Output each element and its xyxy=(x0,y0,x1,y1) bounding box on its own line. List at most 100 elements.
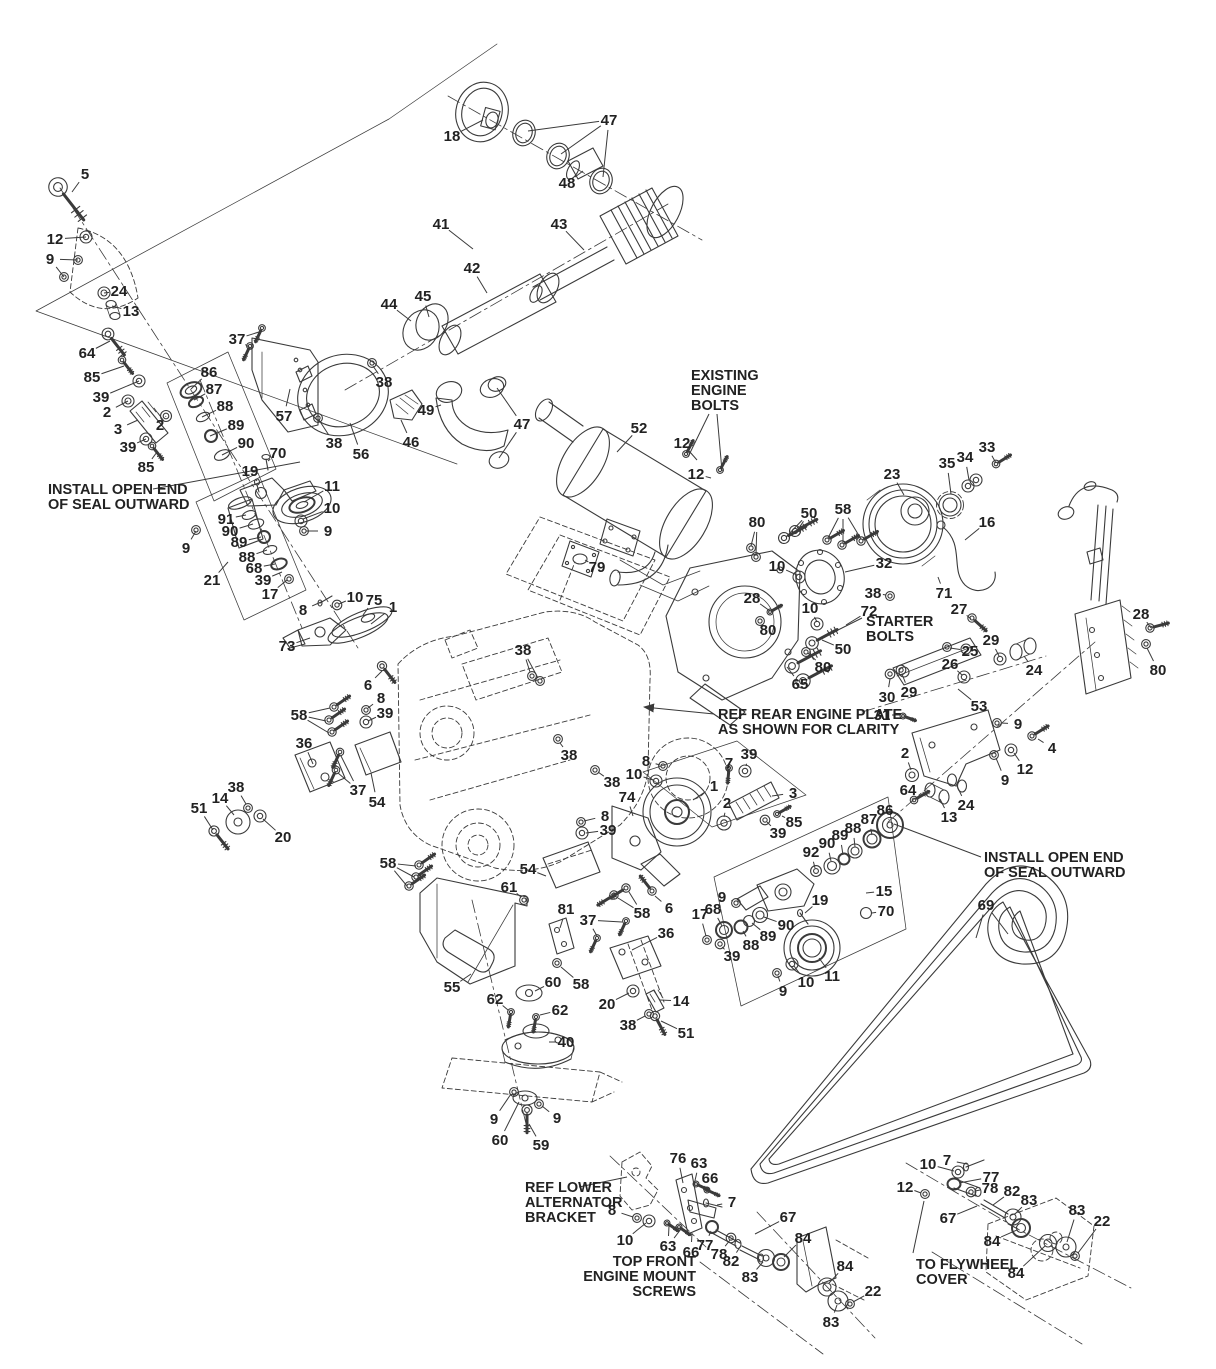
leader-line xyxy=(965,528,979,540)
leader-line xyxy=(542,1106,549,1112)
callout-50: 50 xyxy=(801,505,818,522)
callout-7: 7 xyxy=(943,1152,951,1169)
callout-17: 17 xyxy=(692,906,709,923)
leader-line xyxy=(1015,1207,1022,1214)
callout-83: 83 xyxy=(1021,1192,1038,1209)
callout-71: 71 xyxy=(936,585,953,602)
leader-line xyxy=(797,521,803,531)
callout-68: 68 xyxy=(705,901,722,918)
leader-line xyxy=(319,420,329,435)
leader-line xyxy=(303,512,323,519)
callout-80: 80 xyxy=(1150,662,1167,679)
callout-4: 4 xyxy=(1048,740,1057,757)
leader-line xyxy=(724,813,725,817)
leader-line xyxy=(992,456,996,463)
callout-10: 10 xyxy=(324,500,341,517)
leader-line xyxy=(586,831,598,833)
callout-13: 13 xyxy=(123,303,140,320)
construction-lines xyxy=(36,44,1131,1354)
leader-line xyxy=(995,649,999,656)
callout-60: 60 xyxy=(492,1132,509,1149)
callout-54: 54 xyxy=(520,861,537,878)
callout-67: 67 xyxy=(940,1210,957,1227)
leader-line xyxy=(757,1262,763,1269)
callout-58: 58 xyxy=(835,501,852,518)
leader-line xyxy=(368,717,376,721)
callout-2: 2 xyxy=(723,795,731,812)
callout-19: 19 xyxy=(242,463,259,480)
callout-31: 31 xyxy=(874,707,891,724)
leader-line xyxy=(526,660,530,672)
leader-line xyxy=(152,452,157,459)
callout-36: 36 xyxy=(658,925,675,942)
leader-line xyxy=(296,638,310,643)
callout-26: 26 xyxy=(942,656,959,673)
leader-line xyxy=(517,893,521,897)
callout-24: 24 xyxy=(958,797,975,814)
leader-line xyxy=(828,518,838,538)
callout-72: 72 xyxy=(861,603,878,620)
callout-91: 91 xyxy=(218,511,235,528)
callout-36: 36 xyxy=(296,735,313,752)
annotation-leader xyxy=(913,1201,924,1253)
leader-line xyxy=(755,1222,779,1234)
callout-39: 39 xyxy=(120,439,137,456)
callout-51: 51 xyxy=(678,1025,695,1042)
callout-38: 38 xyxy=(515,642,532,659)
callout-76: 76 xyxy=(670,1150,687,1167)
callout-58: 58 xyxy=(573,976,590,993)
leader-line xyxy=(621,1213,633,1217)
leader-line xyxy=(967,615,971,619)
leader-line xyxy=(338,773,350,784)
callout-9: 9 xyxy=(324,523,332,540)
callout-20: 20 xyxy=(275,829,292,846)
leader-line xyxy=(56,267,64,277)
callout-39: 39 xyxy=(377,705,394,722)
callout-81: 81 xyxy=(558,901,575,918)
leader-line xyxy=(397,310,411,321)
callout-30: 30 xyxy=(879,689,896,706)
callout-6: 6 xyxy=(665,900,673,917)
leader-line xyxy=(373,366,378,374)
callout-64: 64 xyxy=(79,345,96,362)
callout-90: 90 xyxy=(778,917,795,934)
leader-line xyxy=(967,467,969,480)
callout-48: 48 xyxy=(559,175,576,192)
leader-line xyxy=(703,924,706,936)
leader-line xyxy=(398,864,416,866)
callout-1: 1 xyxy=(710,778,718,795)
leader-line xyxy=(240,524,253,528)
leader-line xyxy=(226,806,234,815)
callout-29: 29 xyxy=(901,684,918,701)
callout-13: 13 xyxy=(941,809,958,826)
leader-line xyxy=(841,845,843,855)
leader-line xyxy=(772,794,783,796)
callout-87: 87 xyxy=(206,381,223,398)
leader-line xyxy=(819,958,826,968)
leader-line xyxy=(1147,622,1151,628)
callout-70: 70 xyxy=(878,903,895,920)
callout-44: 44 xyxy=(381,296,398,313)
leader-line xyxy=(814,617,817,622)
leader-line xyxy=(778,976,780,982)
callout-28: 28 xyxy=(744,590,761,607)
callout-7: 7 xyxy=(725,755,733,772)
seal-stack-left xyxy=(178,379,336,571)
leader-line xyxy=(104,292,109,293)
callout-88: 88 xyxy=(743,937,760,954)
leader-line xyxy=(535,986,544,991)
callout-40: 40 xyxy=(558,1034,575,1051)
callout-89: 89 xyxy=(231,534,248,551)
leader-line xyxy=(72,182,79,192)
callout-14: 14 xyxy=(212,790,229,807)
leader-line xyxy=(637,1016,645,1020)
callout-38: 38 xyxy=(620,1017,637,1034)
muffler-assembly xyxy=(506,396,723,635)
callout-85: 85 xyxy=(138,459,155,476)
callout-54: 54 xyxy=(369,794,386,811)
callout-38: 38 xyxy=(326,435,343,452)
leader-line xyxy=(957,786,962,796)
